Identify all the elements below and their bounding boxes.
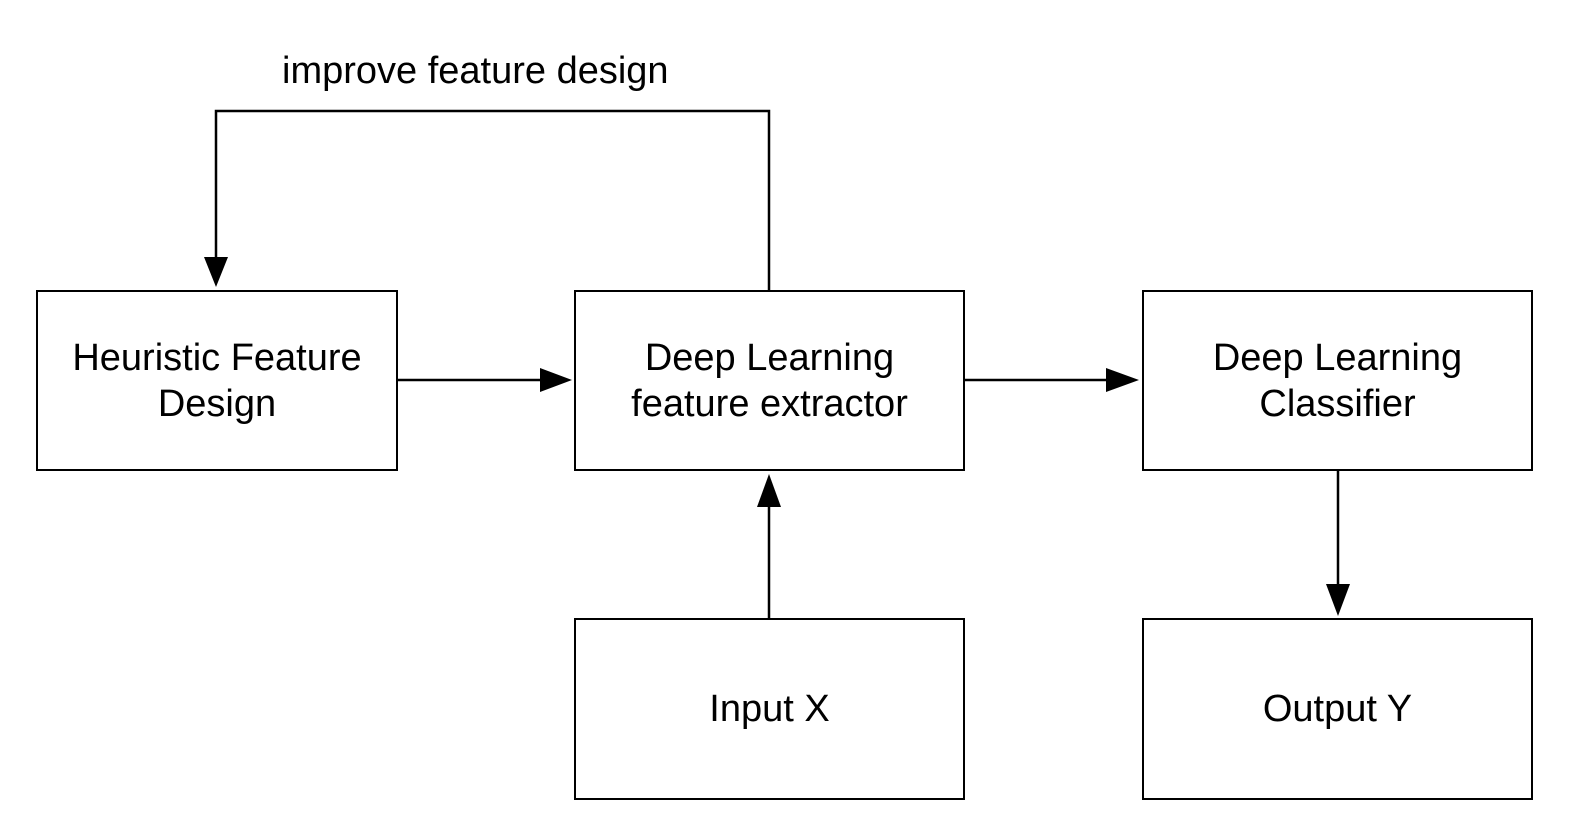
feedback-edge-label: improve feature design	[282, 50, 669, 92]
edge-extractor-to-heuristic	[214, 109, 771, 290]
arrowhead-output	[1326, 584, 1350, 616]
node-input-label: Input X	[709, 688, 830, 730]
node-classifier-label: Deep Learning Classifier	[1212, 336, 1463, 425]
arrowhead-extractor-bottom	[757, 474, 781, 507]
arrowhead-extractor-left	[540, 368, 572, 392]
arrowhead-classifier	[1106, 368, 1139, 392]
node-heuristic-label: Heuristic Feature Design	[72, 336, 362, 425]
node-output-y: Output Y	[1142, 618, 1533, 800]
node-heuristic-feature-design: Heuristic Feature Design	[36, 290, 398, 471]
node-input-x: Input X	[574, 618, 965, 800]
node-deep-learning-classifier: Deep Learning Classifier	[1142, 290, 1533, 471]
node-extractor-label: Deep Learning feature extractor	[631, 336, 908, 425]
node-deep-learning-feature-extractor: Deep Learning feature extractor	[574, 290, 965, 471]
arrowhead-heuristic	[204, 257, 228, 287]
node-output-label: Output Y	[1262, 688, 1413, 730]
